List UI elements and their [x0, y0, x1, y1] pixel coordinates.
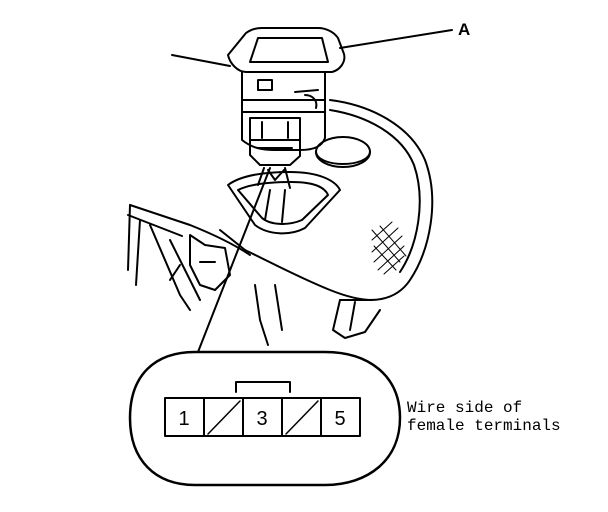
- connector-detail-bubble: [128, 350, 402, 487]
- callout-a-leader: [339, 29, 453, 49]
- center-console-panel: [127, 99, 434, 346]
- connector-leader-line: [197, 167, 271, 353]
- left-leader-line: [171, 54, 231, 67]
- round-cap-side: [315, 151, 371, 165]
- terminal-note-line-2: female terminals: [407, 417, 561, 435]
- pin-1-label: 1: [178, 408, 189, 430]
- callout-label-a: A: [458, 20, 470, 39]
- console-opening: [227, 171, 341, 235]
- pin-5-label: 5: [334, 408, 345, 430]
- terminal-note-line-1: Wire side of: [407, 399, 522, 417]
- panel-texture: [371, 221, 407, 275]
- pin-3-label: 3: [256, 408, 267, 430]
- switch-assembly: [227, 27, 346, 189]
